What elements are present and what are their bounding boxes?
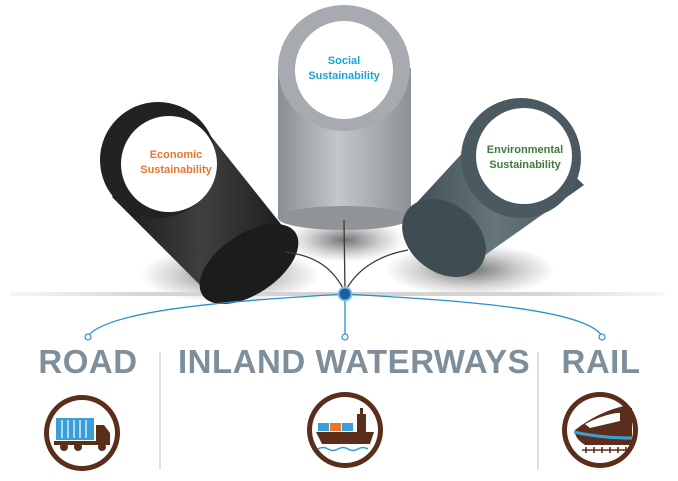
- train-icon: [562, 392, 638, 468]
- economic-line1: Economic: [149, 149, 203, 161]
- social-line2: Sustainability: [308, 70, 380, 82]
- road-label: ROAD: [38, 343, 138, 380]
- environmental-cap-circle: [476, 108, 572, 204]
- connector-end-dots: [84, 333, 606, 341]
- economic-sustainability-label: Economic Sustainability: [121, 148, 231, 178]
- economic-cap-circle: [121, 116, 217, 212]
- central-node: [337, 286, 353, 302]
- economic-line2: Sustainability: [140, 164, 212, 176]
- pillar-connectors: [284, 219, 409, 293]
- environmental-sustainability-label: Environmental Sustainability: [470, 143, 580, 173]
- pillar-social: [278, 5, 411, 230]
- inland-waterways-label: INLAND WATERWAYS: [178, 343, 531, 380]
- environmental-line1: Environmental: [486, 144, 564, 156]
- pillar-environmental: [402, 98, 584, 277]
- environmental-line2: Sustainability: [489, 159, 561, 171]
- social-line1: Social: [327, 55, 361, 67]
- social-cap-circle: [295, 21, 393, 119]
- rail-label: RAIL: [561, 343, 641, 380]
- truck-icon: [44, 395, 120, 471]
- pillar-economic: [100, 102, 299, 304]
- social-sustainability-label: Social Sustainability: [289, 54, 399, 84]
- cargo-ship-icon: [307, 392, 383, 468]
